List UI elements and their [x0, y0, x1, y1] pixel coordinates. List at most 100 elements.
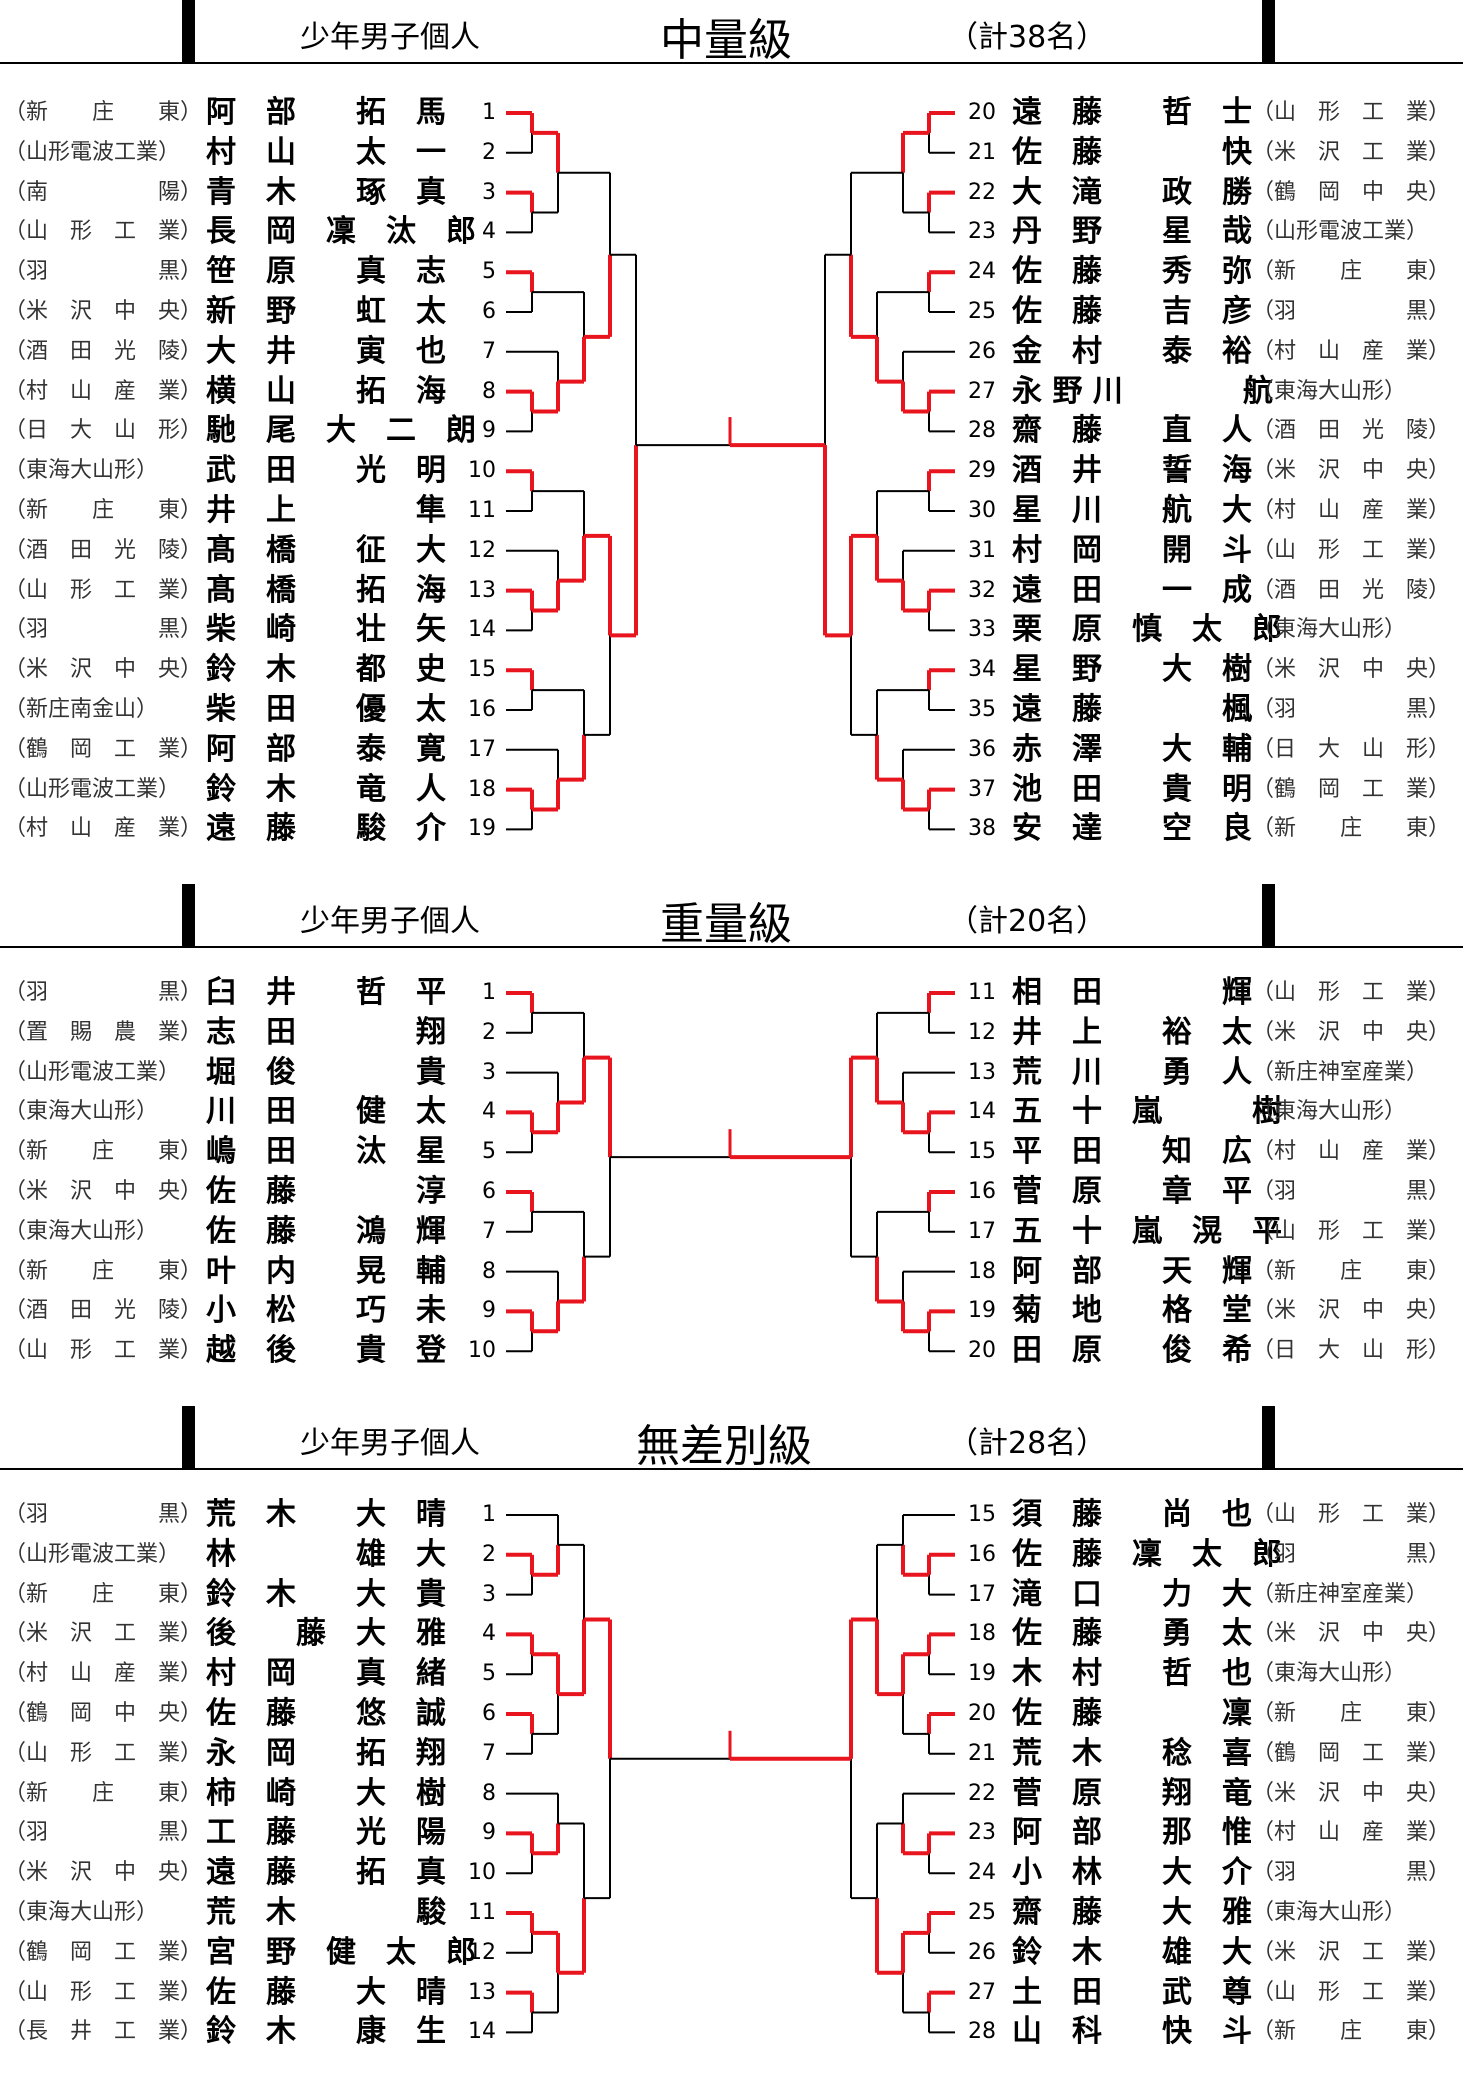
school-name: （米 沢 中 央） [1252, 1019, 1451, 1045]
seed-number: 1 [482, 1502, 496, 1527]
seed-number: 26 [968, 338, 996, 364]
school-name: （新庄神室産業） [1252, 1059, 1429, 1085]
school-name: （酒 田 光 陵） [4, 338, 203, 364]
seed-number: 2 [482, 1019, 496, 1045]
competitor-name: 五 十 嵐 滉 平 [1012, 1213, 1282, 1249]
seed-number: 18 [468, 776, 496, 802]
school-name: （東海大山形） [1252, 617, 1407, 643]
competitor-name: 赤 澤 大 輔 [1012, 731, 1252, 767]
seed-number: 27 [968, 1979, 996, 2005]
school-name: （山 形 工 業） [4, 219, 203, 245]
school-name: （鶴 岡 工 業） [1252, 1740, 1451, 1766]
seed-number: 19 [968, 1661, 996, 1687]
school-name: （山形電波工業） [4, 1059, 181, 1085]
seed-number: 25 [968, 1900, 996, 1925]
competitor-name: 鈴 木 都 史 [206, 652, 446, 688]
competitor-name: 後 藤 大 雅 [206, 1616, 446, 1652]
seed-number: 11 [968, 980, 996, 1005]
seed-number: 1 [482, 980, 496, 1005]
seed-number: 14 [468, 2019, 496, 2045]
seed-number: 7 [482, 1218, 496, 1244]
seed-number: 13 [468, 1979, 496, 2005]
competitor-name: 永 岡 拓 翔 [206, 1735, 446, 1771]
competitor-name: 金 村 泰 裕 [1012, 333, 1252, 369]
school-name: （羽 黒） [1252, 1541, 1451, 1567]
competitor-name: 菅 原 章 平 [1012, 1174, 1252, 1209]
weight-class-title: 無差別級 [636, 1421, 812, 1472]
competitor-name: 佐 藤 鴻 輝 [206, 1213, 446, 1249]
seed-number: 17 [468, 736, 496, 762]
header-bar-right [1262, 1406, 1275, 1470]
school-name: （新 庄 東） [4, 1258, 203, 1284]
seed-number: 28 [968, 418, 996, 444]
participant-total: （計38名） [948, 20, 1107, 55]
school-name: （東海大山形） [4, 1218, 159, 1244]
seed-number: 23 [968, 1820, 996, 1846]
school-name: （山形電波工業） [4, 139, 181, 165]
competitor-name: 佐 藤 秀 弥 [1012, 254, 1252, 290]
competitor-name: 宮 野 健 太 郎 [206, 1934, 476, 1970]
seed-number: 6 [482, 299, 496, 324]
seed-number: 17 [968, 1581, 996, 1607]
school-name: （米 沢 中 央） [1252, 1298, 1451, 1324]
bracket-lines [506, 111, 955, 831]
seed-number: 8 [482, 1780, 496, 1806]
competitor-name: 木 村 哲 也 [1012, 1656, 1252, 1692]
seed-number: 35 [968, 697, 996, 722]
school-name: （羽 黒） [4, 259, 203, 285]
school-name: （日 大 山 形） [4, 418, 203, 444]
seed-number: 20 [968, 1338, 996, 1364]
seed-number: 3 [482, 179, 496, 205]
seed-number: 11 [468, 1900, 496, 1925]
school-name: （米 沢 工 業） [4, 1621, 203, 1647]
competitor-name: 遠 藤 拓 真 [206, 1855, 446, 1891]
school-name: （置 賜 農 業） [4, 1019, 203, 1045]
competitor-name: 馳 尾 大 二 朗 [206, 413, 476, 449]
section-header: 少年男子個人中量級（計38名） [0, 0, 1463, 66]
competitor-name: 叶 内 晃 輔 [206, 1253, 446, 1289]
header-bar-left [182, 1406, 195, 1470]
school-name: （村 山 産 業） [1252, 1820, 1451, 1846]
competitor-name: 相 田 輝 [1012, 975, 1252, 1010]
competitor-name: 鈴 木 大 貴 [206, 1576, 446, 1612]
school-name: （鶴 岡 工 業） [4, 1939, 203, 1965]
competitor-name: 滝 口 力 大 [1012, 1576, 1252, 1612]
seed-number: 1 [482, 100, 496, 125]
competitor-name: 星 川 航 大 [1012, 493, 1252, 528]
competitor-name: 佐 藤 凜 [1012, 1696, 1252, 1731]
competitor-name: 丹 野 星 哉 [1012, 214, 1252, 250]
seed-number: 28 [968, 2019, 996, 2045]
competitor-name: 林 雄 大 [206, 1536, 446, 1572]
seed-number: 7 [482, 338, 496, 364]
school-name: （米 沢 中 央） [4, 1860, 203, 1886]
seed-number: 19 [968, 1298, 996, 1324]
school-name: （酒 田 光 陵） [4, 1298, 203, 1324]
competitor-name: 土 田 武 尊 [1012, 1974, 1252, 2010]
seed-number: 2 [482, 1541, 496, 1567]
